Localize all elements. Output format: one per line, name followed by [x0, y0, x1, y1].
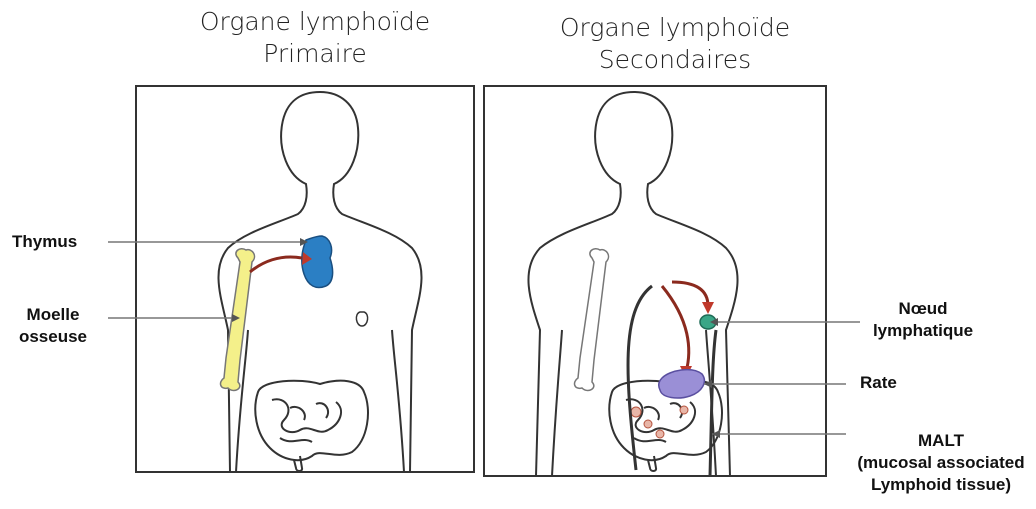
left-panel [108, 86, 474, 472]
right-panel [484, 86, 860, 476]
left-migration-arrow [250, 257, 302, 272]
rate-label: Rate [860, 372, 897, 394]
moelle-label: Moelle osseuse [10, 304, 96, 348]
malt-patches [631, 406, 688, 438]
right-body-silhouette [528, 92, 737, 476]
left-arm-inner-right [392, 330, 404, 472]
noeud-label: Nœud lymphatique [858, 298, 988, 342]
malt-label-line1: MALT [848, 430, 1034, 452]
right-spleen [659, 370, 705, 398]
moelle-label-line2: osseuse [10, 326, 96, 348]
thymus-label-text: Thymus [12, 231, 77, 253]
noeud-label-line2: lymphatique [858, 320, 988, 342]
right-circulation-left [628, 286, 652, 470]
rate-label-text: Rate [860, 372, 897, 394]
right-arm-inner-left [552, 330, 562, 476]
right-panel-frame [484, 86, 826, 476]
noeud-label-line1: Nœud [858, 298, 988, 320]
right-circulation-center [662, 286, 689, 372]
thymus-label: Thymus [12, 231, 77, 253]
moelle-label-line1: Moelle [10, 304, 96, 326]
left-intestines [255, 381, 368, 471]
malt-label-line3: Lymphoid tissue) [848, 474, 1034, 496]
right-bone-outline [575, 249, 609, 391]
malt-label-line2: (mucosal associated [848, 452, 1034, 474]
right-top-arrowhead [702, 302, 714, 314]
malt-label: MALT (mucosal associated Lymphoid tissue… [848, 430, 1034, 496]
left-kidney-outline [356, 312, 367, 326]
